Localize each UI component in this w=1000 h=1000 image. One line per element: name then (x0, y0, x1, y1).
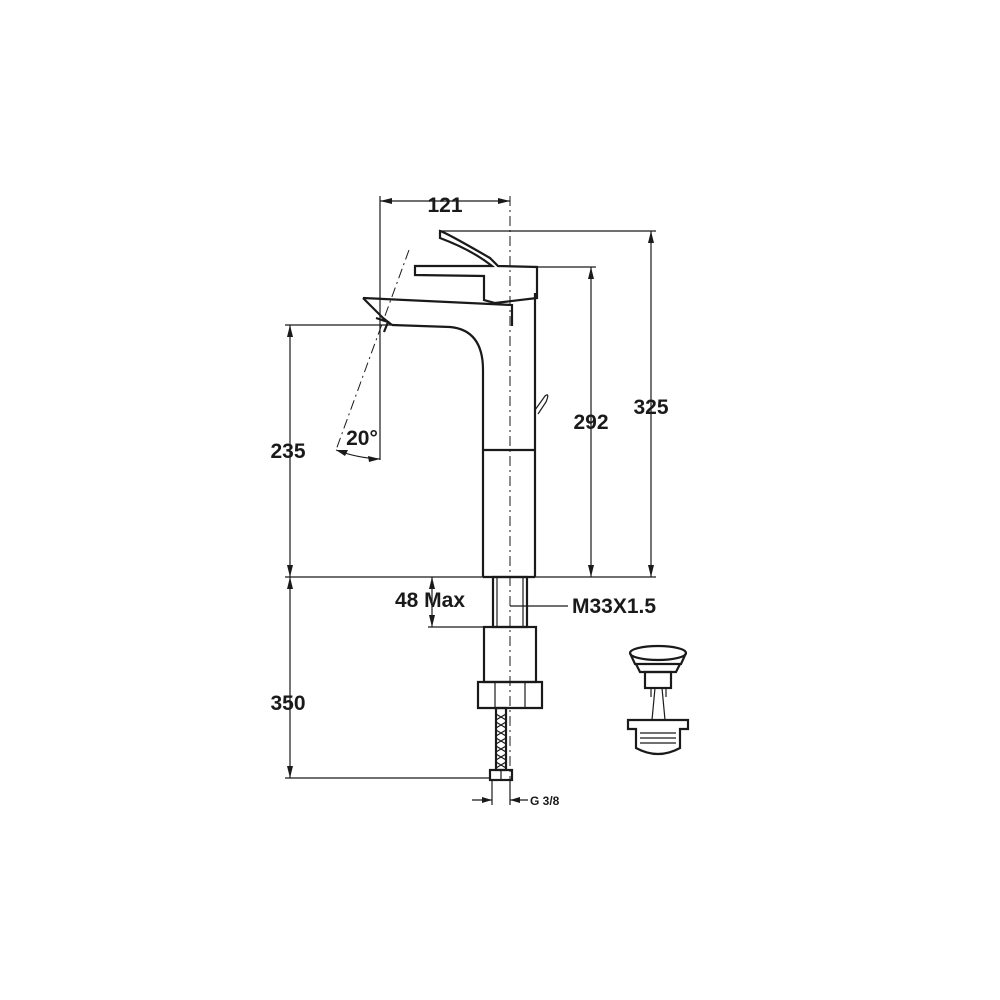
dimension-spout-height: 235 (270, 324, 483, 578)
popup-waste-drawing (626, 644, 690, 756)
total-height-label: 325 (633, 396, 668, 419)
dimension-swivel-angle: 20° (335, 427, 381, 462)
flexible-hose (488, 706, 514, 782)
dimension-deck-thickness: 48 Max (395, 577, 493, 628)
thread-label: M33X1.5 (572, 595, 656, 618)
dimension-thread: M33X1.5 (510, 595, 656, 618)
spout-height-label: 235 (270, 440, 305, 463)
dimension-body-height: 292 (535, 266, 656, 578)
hose-length-label: 350 (270, 692, 305, 715)
swivel-angle-label: 20° (346, 427, 378, 450)
spout-axis-line (335, 249, 410, 451)
dimension-spout-reach: 121 (380, 194, 510, 217)
dimension-total-height: 325 (440, 230, 669, 577)
spout-reach-label: 121 (427, 194, 462, 217)
connection-label: G 3/8 (530, 794, 560, 808)
dimension-connection: G 3/8 (472, 780, 560, 808)
faucet-body (362, 229, 549, 579)
deck-thickness-label: 48 Max (395, 589, 465, 612)
dimension-hose-length: 350 (270, 577, 490, 779)
body-height-label: 292 (573, 411, 608, 434)
